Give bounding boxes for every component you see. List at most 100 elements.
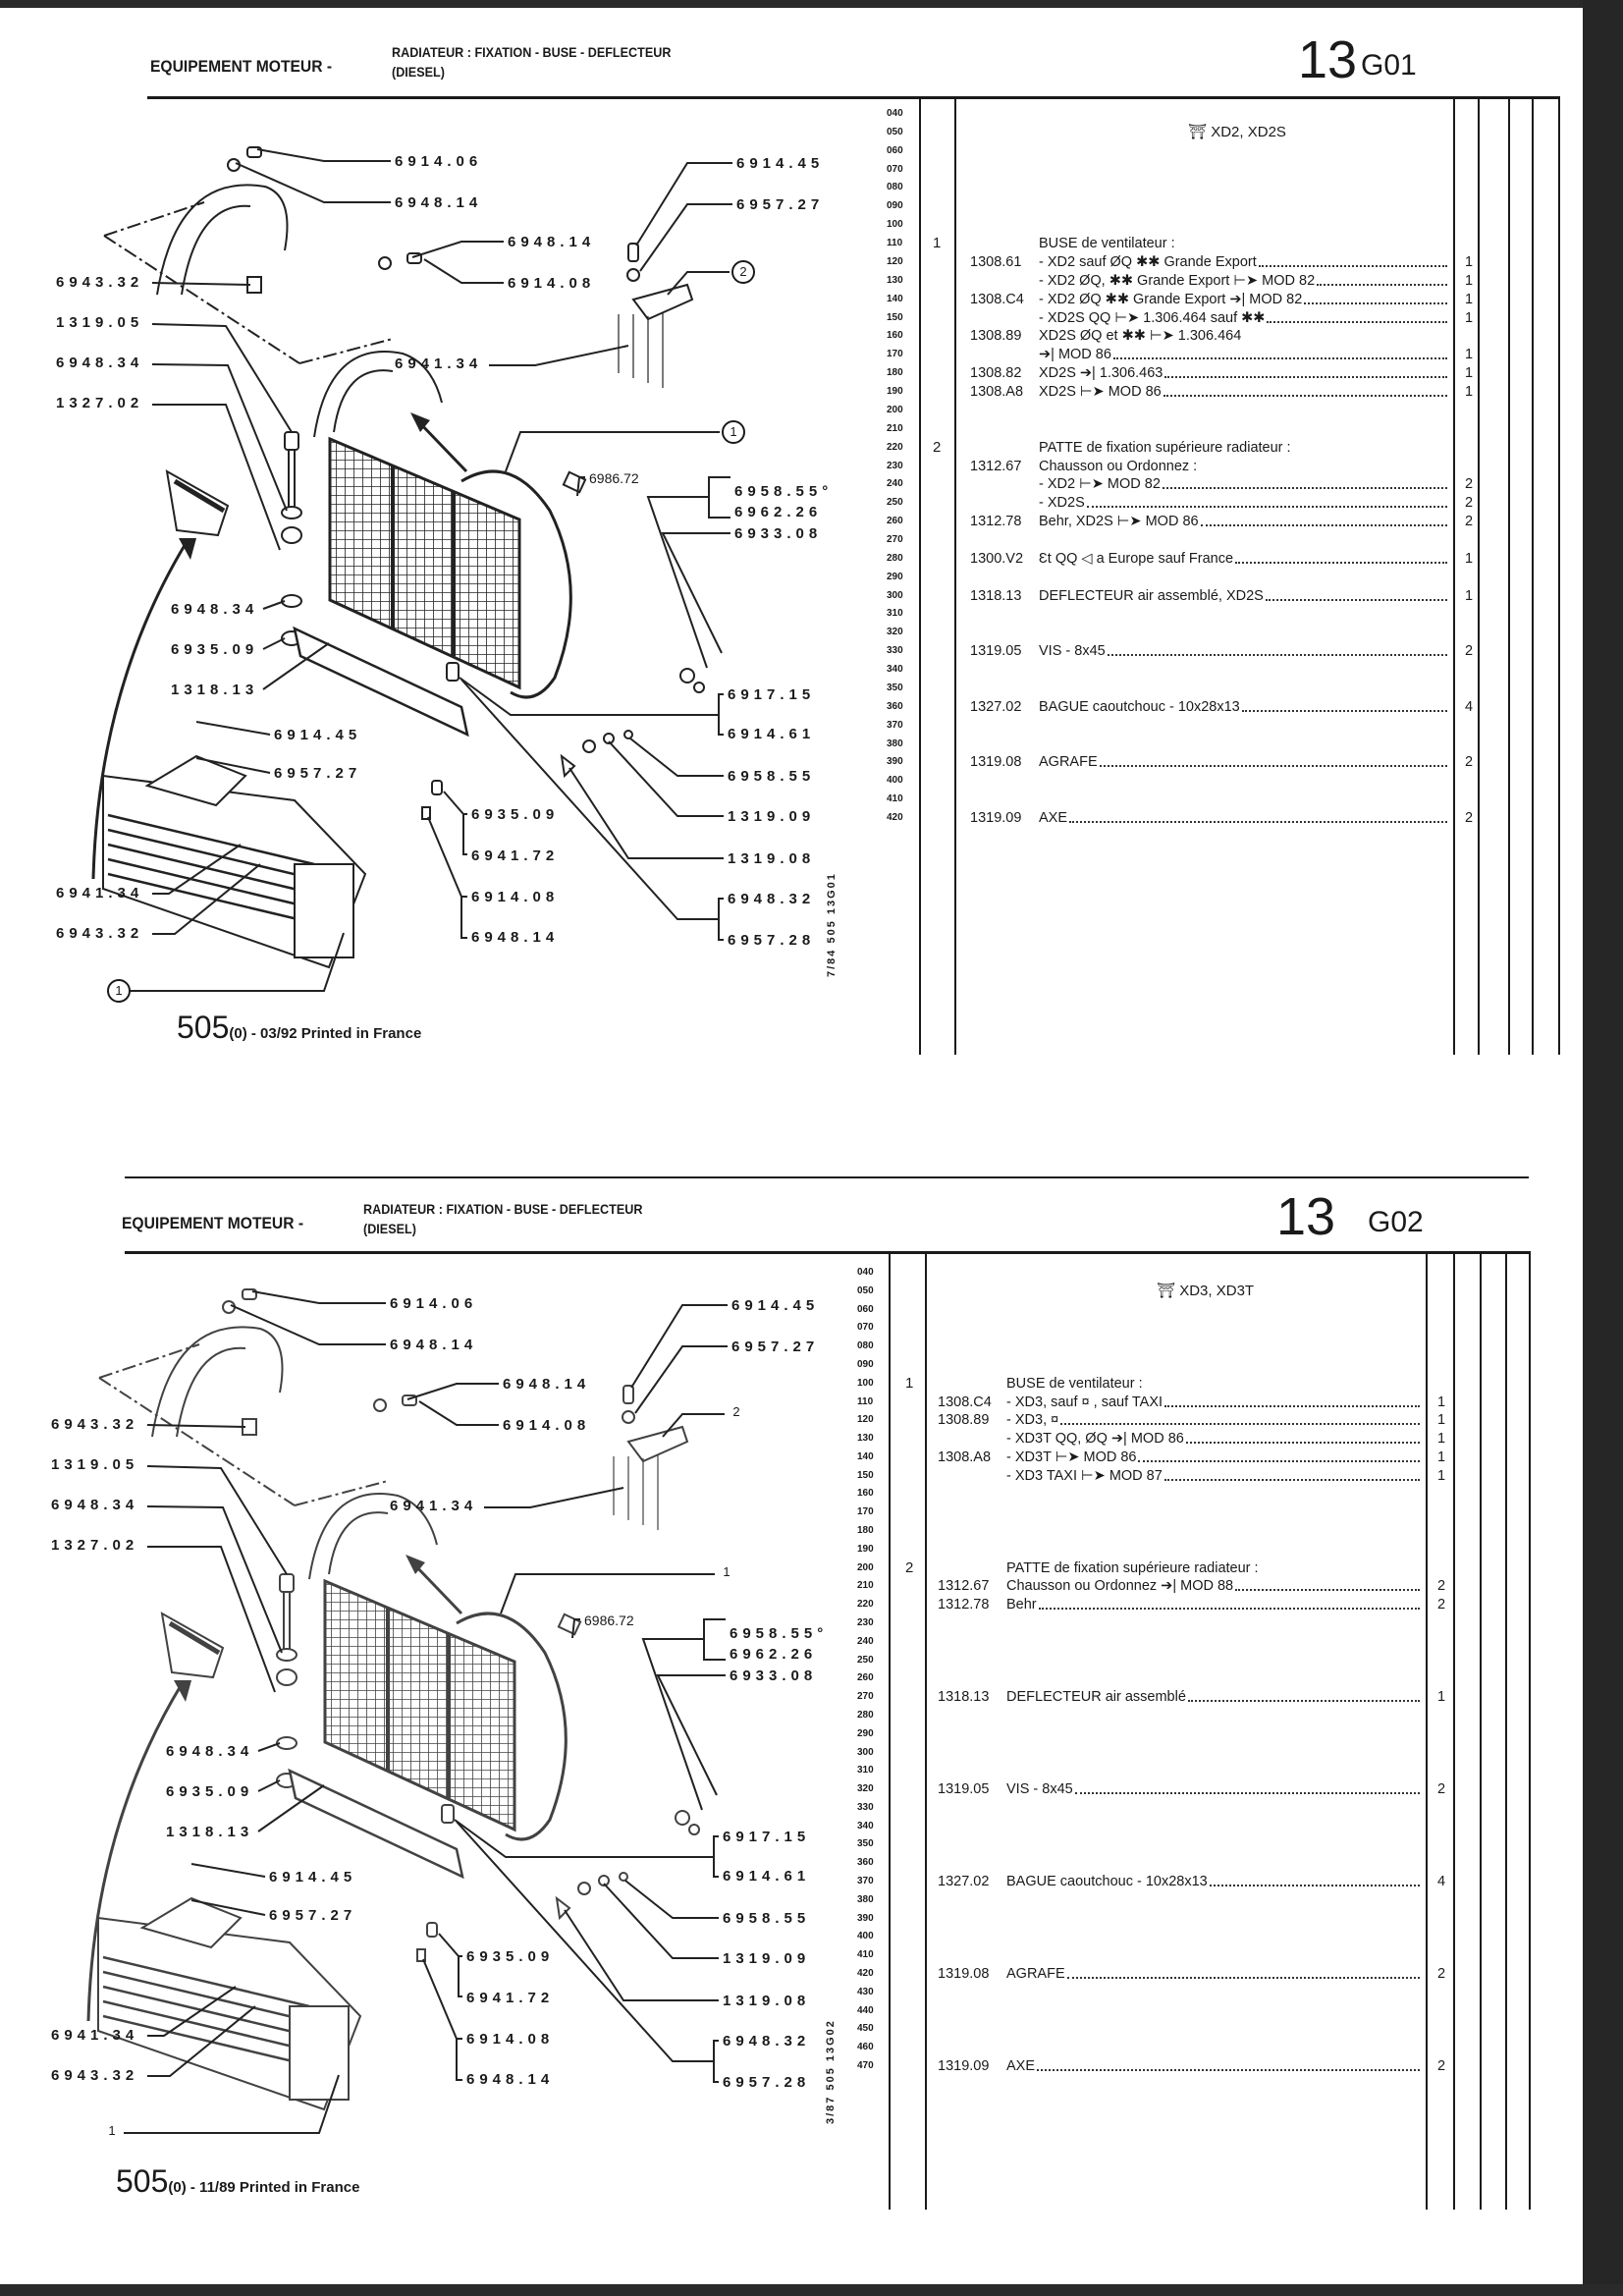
diagram-part-label[interactable]: 6935.09 [171, 641, 259, 658]
parts-row[interactable]: - XD2S [970, 494, 1451, 512]
diagram-part-label[interactable]: 1327.02 [56, 395, 144, 411]
parts-row[interactable]: 1308.C4- XD2 ØQ ✱✱ Grande Export ➔| MOD … [970, 291, 1451, 308]
parts-row[interactable]: - XD2 ⊢➤ MOD 82 [970, 475, 1451, 493]
diagram-part-label[interactable]: 1327.02 [51, 1537, 139, 1554]
diagram-part-label[interactable]: 6943.32 [51, 2067, 139, 2084]
diagram-part-label[interactable]: 6948.32 [728, 891, 816, 907]
diagram-part-label[interactable]: 6948.34 [171, 601, 259, 618]
diagram-part-label[interactable]: 6914.61 [723, 1868, 811, 1885]
parts-row[interactable]: 1308.C4- XD3, sauf ¤ , sauf TAXI [938, 1394, 1424, 1411]
diagram-part-label[interactable]: 6914.08 [471, 889, 560, 905]
diagram-part-label[interactable]: 1319.05 [51, 1456, 139, 1473]
diagram-part-label[interactable]: 6935.09 [466, 1948, 555, 1965]
diagram-part-label[interactable]: 1318.13 [166, 1824, 254, 1840]
diagram-part-label[interactable]: 6948.32 [723, 2033, 811, 2050]
diagram-part-label[interactable]: 6958.55 [728, 768, 816, 785]
diagram-part-label[interactable]: 6914.08 [508, 275, 596, 292]
diagram-part-label[interactable]: 6914.06 [395, 153, 483, 170]
diagram-part-label[interactable]: 6948.14 [390, 1337, 478, 1353]
diagram-part-label[interactable]: 6933.08 [730, 1667, 818, 1684]
diagram-callout-2[interactable]: 2 [731, 260, 755, 284]
diagram-part-label[interactable]: 6948.14 [508, 234, 596, 250]
diagram-part-label[interactable]: 1319.09 [723, 1950, 811, 1967]
diagram-part-label[interactable]: 6935.09 [166, 1783, 254, 1800]
parts-row[interactable]: BUSE de ventilateur : [970, 235, 1451, 252]
diagram-part-label[interactable]: 6958.55° [730, 1625, 829, 1642]
diagram-part-label[interactable]: 6914.45 [274, 727, 362, 743]
diagram-part-label[interactable]: 1319.08 [723, 1993, 811, 2009]
diagram-part-label[interactable]: 6914.45 [269, 1869, 357, 1886]
diagram-part-label[interactable]: 6943.32 [51, 1416, 139, 1433]
diagram-part-label[interactable]: 6941.34 [390, 1498, 478, 1514]
diagram-part-label[interactable]: 6943.32 [56, 925, 144, 942]
diagram-part-label[interactable]: 6941.34 [395, 355, 483, 372]
diagram-part-label[interactable]: 6957.28 [728, 932, 816, 949]
parts-row[interactable]: 1308.89- XD3, ¤ [938, 1411, 1424, 1429]
diagram-part-label[interactable]: 6948.34 [166, 1743, 254, 1760]
diagram-callout-1[interactable]: 1 [722, 420, 745, 444]
diagram-part-label[interactable]: 6914.45 [731, 1297, 820, 1314]
diagram-part-label[interactable]: 1319.09 [728, 808, 816, 825]
diagram-part-label[interactable]: 6917.15 [728, 686, 816, 703]
diagram-part-label[interactable]: 1319.05 [56, 314, 144, 331]
diagram-callout-1[interactable]: 1 [108, 2123, 116, 2138]
diagram-part-label[interactable]: 6958.55° [734, 483, 834, 500]
diagram-part-label[interactable]: 6914.45 [736, 155, 825, 172]
diagram-part-label[interactable]: 6957.27 [269, 1907, 357, 1924]
diagram-part-label[interactable]: 6962.26 [730, 1646, 818, 1663]
diagram-part-label[interactable]: 6941.72 [466, 1990, 555, 2006]
diagram-part-label[interactable]: 6933.08 [734, 525, 823, 542]
diagram-part-label[interactable]: 6957.28 [723, 2074, 811, 2091]
diagram-part-label[interactable]: 6957.27 [736, 196, 825, 213]
parts-row[interactable]: BUSE de ventilateur : [938, 1375, 1424, 1393]
diagram-part-label[interactable]: 6917.15 [723, 1829, 811, 1845]
diagram-part-label[interactable]: 6941.34 [56, 885, 144, 902]
diagram-part-label[interactable]: 6948.14 [395, 194, 483, 211]
parts-row[interactable]: - XD2 ØQ, ✱✱ Grande Export ⊢➤ MOD 82 [970, 272, 1451, 290]
diagram-part-label[interactable]: 6914.61 [728, 726, 816, 742]
parts-row[interactable]: 1308.61- XD2 sauf ØQ ✱✱ Grande Export [970, 253, 1451, 271]
diagram-part-label[interactable]: 6962.26 [734, 504, 823, 520]
diagram-part-label[interactable]: 6935.09 [471, 806, 560, 823]
diagram-part-label[interactable]: 1318.13 [171, 682, 259, 698]
parts-row[interactable]: PATTE de fixation supérieure radiateur : [938, 1559, 1424, 1577]
diagram-part-label[interactable]: 6948.14 [471, 929, 560, 946]
parts-row[interactable]: - XD3T QQ, ØQ ➔| MOD 86 [938, 1430, 1424, 1448]
diagram-part-label[interactable]: 6943.32 [56, 274, 144, 291]
diagram-part-label[interactable]: 6914.06 [390, 1295, 478, 1312]
diagram-part-label[interactable]: 6941.34 [51, 2027, 139, 2044]
diagram-callout-1[interactable]: 1 [723, 1564, 730, 1579]
parts-row[interactable]: ➔| MOD 86 [970, 346, 1451, 363]
diagram-part-label[interactable]: 6948.34 [51, 1497, 139, 1513]
diagram-part-label[interactable]: 6948.14 [503, 1376, 591, 1393]
diagram-part-label[interactable]: 6941.72 [471, 847, 560, 864]
parts-row[interactable]: - XD3 TAXI ⊢➤ MOD 87 [938, 1467, 1424, 1485]
parts-row[interactable]: 1308.A8- XD3T ⊢➤ MOD 86 [938, 1449, 1424, 1466]
diagram-part-label[interactable]: 6957.27 [731, 1339, 820, 1355]
diagram-callout-2[interactable]: 2 [732, 1404, 740, 1419]
diagram-part-label[interactable]: 6914.08 [466, 2031, 555, 2048]
diagram-part-label[interactable]: 6948.34 [56, 355, 144, 371]
diagram-part-label[interactable]: 6986.72 [589, 470, 639, 486]
parts-row[interactable]: - XD2S QQ ⊢➤ 1.306.464 sauf ✱✱ [970, 309, 1451, 327]
diagram-part-label[interactable]: 6948.14 [466, 2071, 555, 2088]
diagram-part-label[interactable]: 6957.27 [274, 765, 362, 782]
diagram-part-label[interactable]: 6914.08 [503, 1417, 591, 1434]
